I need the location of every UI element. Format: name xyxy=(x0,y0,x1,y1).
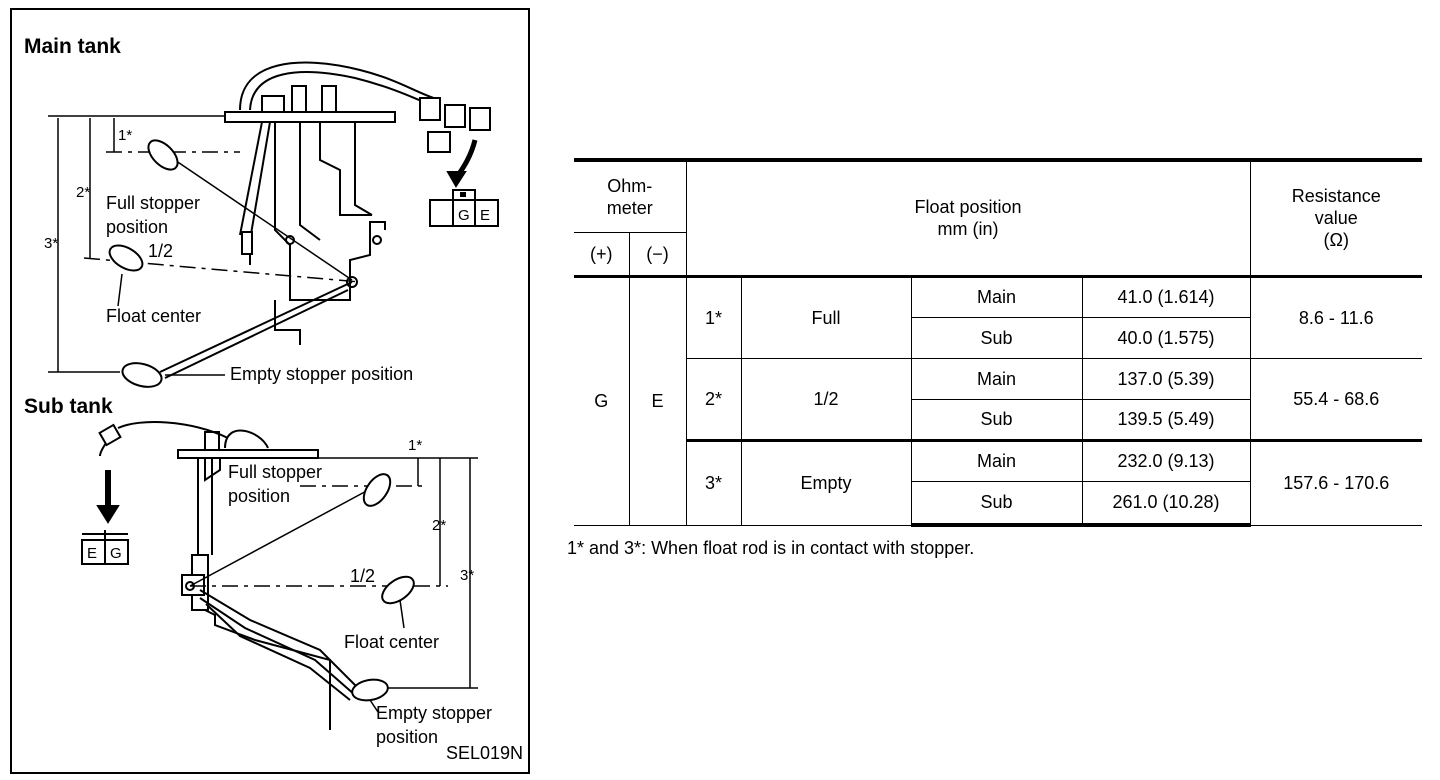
sub-mark-2: 2* xyxy=(432,517,446,534)
sub-empty-stopper-label: Empty stopper xyxy=(376,703,492,723)
sub-float-center-label: Float center xyxy=(344,632,439,652)
main-dimension-lines xyxy=(48,115,361,373)
sub-empty-stopper-label-2: position xyxy=(376,727,438,747)
diagram-panel xyxy=(10,8,530,774)
tank-cell: Main xyxy=(910,357,1083,400)
value-cell: 41.0 (1.614) xyxy=(1081,274,1251,318)
main-sender-unit xyxy=(159,61,491,379)
main-mark-2: 2* xyxy=(76,184,90,201)
fuel-gauge-spec-table: Ohm- meter Float position mm (in) Resist… xyxy=(574,158,1423,527)
mark-cell: 2* xyxy=(685,357,742,441)
sub-half-label: 1/2 xyxy=(350,566,375,586)
sub-connector-icon: E G xyxy=(81,530,129,565)
main-full-stopper-label-2: position xyxy=(106,217,168,237)
sub-tank-title: Sub tank xyxy=(24,395,113,418)
sub-full-stopper-label: Full stopper xyxy=(228,462,322,482)
main-mark-3: 3* xyxy=(44,235,58,252)
sub-sender-unit xyxy=(96,421,361,730)
position-cell: Empty xyxy=(740,438,912,526)
tank-cell: Main xyxy=(910,274,1083,318)
tank-cell: Sub xyxy=(910,398,1083,441)
minus-header: (−) xyxy=(628,231,687,277)
svg-text:G: G xyxy=(110,545,122,562)
tank-cell: Sub xyxy=(910,480,1083,527)
value-cell: 232.0 (9.13) xyxy=(1081,438,1251,482)
value-cell: 139.5 (5.49) xyxy=(1081,398,1251,441)
svg-text:E: E xyxy=(87,545,97,562)
sub-mark-3: 3* xyxy=(460,567,474,584)
value-cell: 261.0 (10.28) xyxy=(1081,480,1251,527)
float-position-header: Float position mm (in) xyxy=(685,158,1251,277)
main-tank-title: Main tank xyxy=(24,35,121,58)
main-full-stopper-label: Full stopper xyxy=(106,193,200,213)
terminal-e: E xyxy=(628,274,687,526)
sub-mark-1: 1* xyxy=(408,437,422,454)
tank-cell: Sub xyxy=(910,316,1083,359)
main-mark-1: 1* xyxy=(118,127,132,144)
main-connector-icon: G E xyxy=(429,189,499,227)
sub-floats xyxy=(351,473,415,702)
svg-text:E: E xyxy=(480,207,490,224)
sub-dimension-lines xyxy=(189,457,478,689)
ohmmeter-header: Ohm- meter xyxy=(574,158,687,233)
sub-full-stopper-label-2: position xyxy=(228,486,290,506)
plus-header: (+) xyxy=(574,231,630,277)
main-half-label: 1/2 xyxy=(148,241,173,261)
value-cell: 40.0 (1.575) xyxy=(1081,316,1251,359)
resistance-header: Resistance value (Ω) xyxy=(1249,158,1423,277)
main-float-center-label: Float center xyxy=(106,306,201,326)
mark-cell: 3* xyxy=(685,438,742,526)
figure-code: SEL019N xyxy=(446,743,523,763)
resistance-cell: 8.6 - 11.6 xyxy=(1249,274,1423,359)
tank-cell: Main xyxy=(910,438,1083,482)
value-cell: 137.0 (5.39) xyxy=(1081,357,1251,400)
position-cell: 1/2 xyxy=(740,357,912,441)
main-floats xyxy=(108,139,179,388)
main-empty-stopper-label: Empty stopper position xyxy=(230,364,413,384)
position-cell: Full xyxy=(740,274,912,359)
svg-text:G: G xyxy=(458,207,470,224)
terminal-g: G xyxy=(574,274,630,526)
resistance-cell: 55.4 - 68.6 xyxy=(1249,357,1423,441)
mark-cell: 1* xyxy=(685,274,742,359)
table-footnote: 1* and 3*: When float rod is in contact … xyxy=(567,538,975,558)
resistance-cell: 157.6 - 170.6 xyxy=(1249,438,1423,526)
